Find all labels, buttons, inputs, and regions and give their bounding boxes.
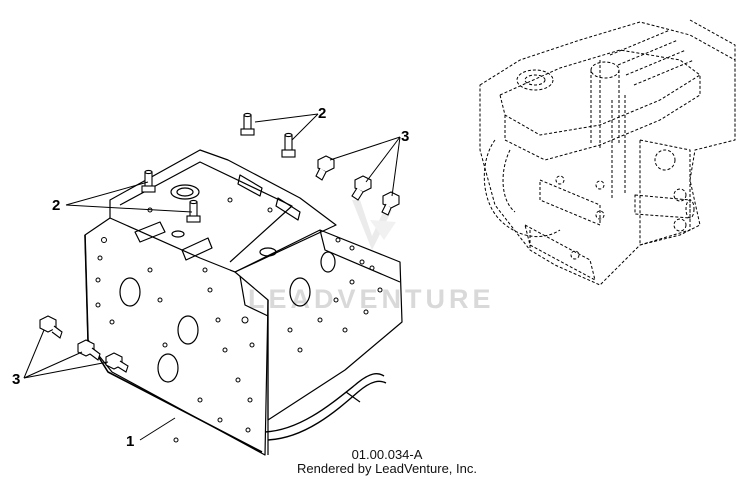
watermark-text: LEADVENTURE — [248, 284, 495, 314]
leader-lines — [23, 113, 401, 441]
stud-icon — [281, 132, 296, 158]
callout-3-left: 3 — [12, 371, 20, 388]
stud-icon — [141, 169, 156, 193]
callout-2-left: 2 — [52, 197, 60, 214]
stud-icon — [240, 112, 255, 136]
engine-outline — [479, 21, 736, 286]
bolt-icon — [381, 191, 400, 216]
mounting-holes — [95, 197, 383, 443]
engine-bracket-outline — [689, 19, 736, 135]
stud-bolts — [141, 112, 296, 223]
watermark-logo — [352, 200, 396, 250]
bolt-icon — [39, 315, 63, 339]
bolt-icon — [77, 339, 101, 361]
callout-3-top: 3 — [401, 128, 409, 145]
stud-icon — [186, 199, 201, 223]
frame-assembly — [84, 149, 403, 456]
rendered-by-credit: Rendered by LeadVenture, Inc. — [297, 461, 477, 476]
part-code: 01.00.034-A — [351, 447, 423, 462]
callout-1: 1 — [126, 433, 134, 450]
hex-bolts — [39, 155, 400, 373]
bolt-icon — [105, 352, 129, 373]
callout-2-top: 2 — [318, 105, 326, 122]
